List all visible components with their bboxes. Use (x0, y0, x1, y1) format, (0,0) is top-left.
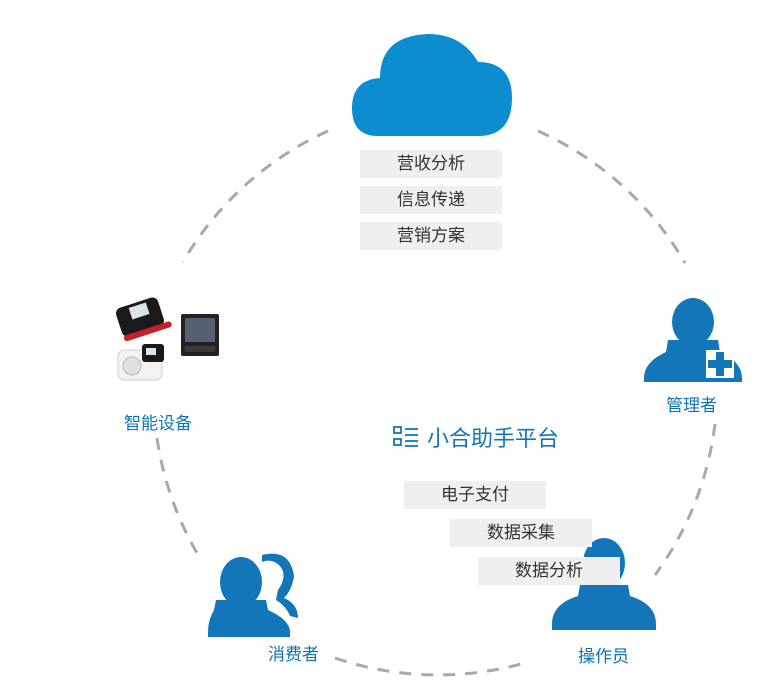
smart-devices-icon (116, 297, 219, 381)
cloud-feature-revenue-analysis: 营收分析 (360, 150, 502, 178)
platform-title-text: 小合助手平台 (427, 427, 560, 452)
consumer-icon (208, 553, 298, 637)
platform-feature-data-collection: 数据采集 (450, 519, 592, 547)
platform-feature-e-payment: 电子支付 (404, 481, 546, 509)
manager-label: 管理者 (666, 396, 717, 416)
consumer-label: 消费者 (268, 645, 319, 665)
platform-feature-data-analysis: 数据分析 (478, 557, 620, 585)
cloud-icon (352, 34, 512, 136)
cloud-feature-marketing-plan: 营销方案 (360, 222, 502, 250)
cloud-feature-info-delivery: 信息传递 (360, 186, 502, 214)
admin-user-icon (644, 298, 742, 382)
connector-manager-operator (653, 423, 717, 576)
connector-devices-consumer (155, 437, 202, 559)
connector-cloud-manager (537, 129, 687, 264)
connector-consumer-operator (334, 656, 529, 677)
operator-label: 操作员 (578, 647, 629, 667)
devices-label: 智能设备 (124, 414, 192, 434)
platform-title: 小合助手平台 (393, 421, 559, 453)
connector-cloud-devices (181, 129, 329, 263)
list-icon (393, 426, 418, 447)
